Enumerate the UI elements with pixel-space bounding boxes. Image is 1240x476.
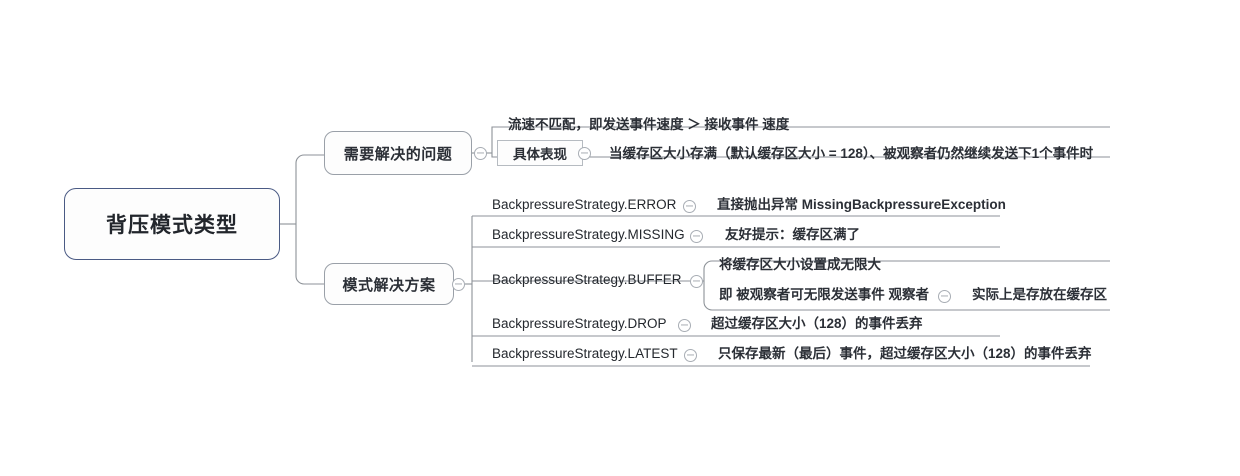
collapse-toggle-solutions[interactable] [452,277,465,291]
collapse-toggle-strategy-missing[interactable] [690,229,703,243]
root-node[interactable]: 背压模式类型 [64,188,280,260]
collapse-toggle-strategy-latest[interactable] [684,348,697,362]
branch-node-solutions-label: 模式解决方案 [342,276,436,294]
leaf-text-buffer-infinite: 将缓存区大小设置成无限大 [719,257,881,272]
node-box-specific-behavior-label: 具体表现 [513,147,567,162]
leaf-text-buffer-unlimited-send: 即 被观察者可无限发送事件 观察者 [719,287,930,302]
node-box-specific-behavior[interactable]: 具体表现 [497,140,583,166]
collapse-toggle-problems[interactable] [474,146,487,160]
leaf-text-flowrate: 流速不匹配，即发送事件速度 ＞ 接收事件 速度 [508,117,790,132]
leaf-detail-strategy-error: 直接抛出异常 MissingBackpressureException [717,197,1006,212]
collapse-toggle-specific-behavior[interactable] [578,146,591,160]
leaf-detail-strategy-latest: 只保存最新（最后）事件，超过缓存区大小（128）的事件丢弃 [718,346,1092,361]
branch-node-solutions[interactable]: 模式解决方案 [324,263,454,305]
leaf-label-strategy-buffer: BackpressureStrategy.BUFFER [492,272,682,287]
leaf-detail-strategy-drop: 超过缓存区大小（128）的事件丢弃 [711,316,923,331]
leaf-text-specific-behavior-detail: 当缓存区大小存满（默认缓存区大小 = 128）、被观察者仍然继续发送下1个事件时 [609,146,1094,161]
collapse-toggle-strategy-error[interactable] [683,199,696,213]
collapse-toggle-strategy-drop[interactable] [678,318,691,332]
leaf-detail-strategy-missing: 友好提示：缓存区满了 [725,227,860,242]
leaf-label-strategy-error: BackpressureStrategy.ERROR [492,197,677,212]
leaf-label-strategy-missing: BackpressureStrategy.MISSING [492,227,685,242]
leaf-detail-buffer-unlimited-send: 实际上是存放在缓存区 [972,287,1107,302]
branch-node-problems[interactable]: 需要解决的问题 [324,131,472,175]
leaf-label-strategy-latest: BackpressureStrategy.LATEST [492,346,678,361]
root-node-label: 背压模式类型 [106,214,238,237]
collapse-toggle-buffer-unlimited-send[interactable] [938,289,951,303]
branch-node-problems-label: 需要解决的问题 [343,145,453,163]
leaf-label-strategy-drop: BackpressureStrategy.DROP [492,316,667,331]
collapse-toggle-strategy-buffer[interactable] [690,274,703,288]
